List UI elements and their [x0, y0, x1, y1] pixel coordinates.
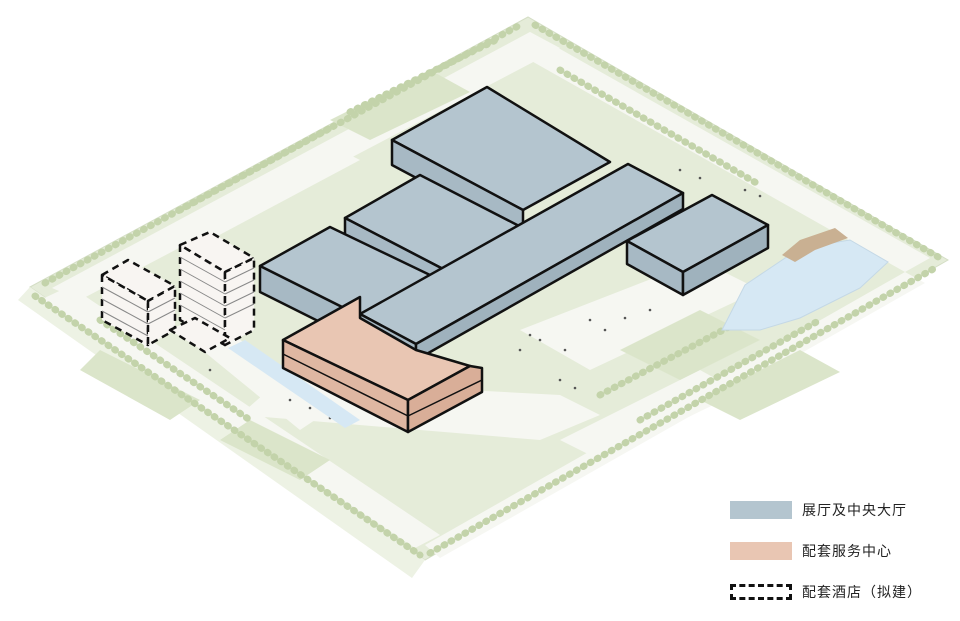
legend: 展厅及中央大厅 配套服务中心 配套酒店（拟建） — [730, 498, 950, 621]
legend-item-service: 配套服务中心 — [730, 539, 950, 563]
legend-label-hotel: 配套酒店（拟建） — [802, 585, 922, 601]
lake-embankment — [782, 228, 848, 262]
lake — [721, 239, 889, 331]
proposed-hotel — [100, 230, 256, 354]
legend-swatch-service — [730, 542, 792, 560]
legend-item-exhibition: 展厅及中央大厅 — [730, 498, 950, 522]
people-figures — [208, 168, 762, 420]
hotel-floor-lines — [101, 256, 255, 337]
service-center-floor-line — [282, 353, 483, 417]
east-hall-front — [681, 223, 770, 297]
legend-item-hotel: 配套酒店（拟建） — [730, 580, 950, 604]
hotel-podium — [168, 316, 232, 354]
service-center — [281, 295, 484, 434]
tree-rows — [31, 21, 944, 559]
legend-label-exhibition: 展厅及中央大厅 — [802, 503, 907, 519]
legend-swatch-exhibition — [730, 501, 792, 519]
legend-swatch-hotel — [730, 584, 792, 600]
canal — [228, 340, 360, 428]
site-axonometric-diagram — [18, 16, 950, 578]
exhibition-halls — [258, 85, 770, 362]
site-ground-west-edge — [18, 287, 425, 578]
legend-label-service: 配套服务中心 — [802, 544, 892, 560]
hotel-tower-east-front — [223, 256, 256, 347]
